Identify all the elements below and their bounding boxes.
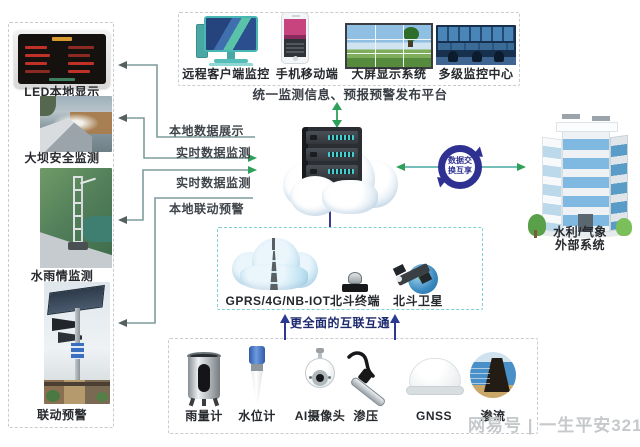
seepage-pressure-icon — [340, 350, 398, 408]
beidou-satellite-icon — [392, 260, 442, 296]
flow-label-realtime-1: 实时数据监测 — [176, 146, 252, 160]
external-system-building-icon — [528, 112, 632, 242]
external-system-label-1: 水利/气象 — [553, 225, 607, 239]
monitoring-center-label: 多级监控中心 — [438, 67, 514, 81]
data-exchange-icon: 数据交 换互享 — [433, 145, 487, 189]
water-level-label: 水位计 — [238, 409, 276, 423]
gprs-label: GPRS/4G/NB-IOT — [225, 294, 331, 308]
seepage-flow-label: 渗流 — [480, 409, 506, 423]
beidou-satellite-label: 北斗卫星 — [392, 294, 443, 308]
platform-caption: 统一监测信息、预报预警发布平台 — [252, 88, 448, 102]
publish-platform-group-box — [178, 12, 520, 86]
dam-safety-photo — [40, 96, 112, 152]
gnss-dome-icon — [406, 358, 464, 400]
mobile-phone-icon — [281, 12, 309, 64]
led-screen — [18, 34, 106, 84]
led-display-label: LED本地显示 — [24, 85, 100, 99]
flow-label-realtime-2: 实时数据监测 — [176, 176, 252, 190]
dam-safety-label: 大坝安全监测 — [24, 151, 100, 165]
linked-warning-photo — [44, 282, 110, 404]
linked-warning-label: 联动预警 — [36, 408, 87, 422]
rain-water-photo — [40, 168, 112, 268]
antenna-tower — [270, 240, 278, 290]
water-level-icon — [247, 346, 267, 406]
sensors-group-box — [168, 338, 538, 434]
exchange-text-1: 数据交 — [448, 156, 472, 165]
video-wall-icon — [345, 23, 433, 69]
beidou-terminal-label: 北斗终端 — [329, 294, 380, 308]
gnss-label: GNSS — [415, 409, 452, 423]
server-rack — [302, 127, 362, 189]
watermark-text: 网易号 | 一生平安321 — [468, 416, 640, 435]
rain-gauge-icon — [187, 352, 221, 407]
flow-label-local-display: 本地数据展示 — [169, 124, 245, 138]
led-display-image — [14, 30, 110, 88]
rain-water-label: 水雨情监测 — [30, 269, 94, 283]
external-system-label-2: 外部系统 — [554, 238, 605, 252]
beidou-terminal-icon — [342, 272, 368, 292]
remote-client-monitor-icon — [196, 16, 258, 66]
flow-label-linked-warning: 本地联动预警 — [169, 202, 245, 216]
remote-client-label: 远程客户端监控 — [182, 67, 270, 81]
ai-camera-icon — [302, 348, 338, 406]
video-wall-label: 大屏显示系统 — [351, 67, 427, 81]
mobile-phone-label: 手机移动端 — [275, 67, 339, 81]
local-monitoring-group-box — [8, 22, 114, 428]
rain-gauge-label: 雨量计 — [185, 409, 223, 423]
seepage-pressure-label: 渗压 — [353, 409, 379, 423]
ai-camera-label: AI摄像头 — [294, 409, 346, 423]
seepage-flow-icon — [470, 352, 516, 398]
exchange-text-2: 换互享 — [448, 166, 472, 175]
interconnect-caption: 更全面的互联互通 — [290, 316, 391, 330]
monitoring-center-photo — [436, 25, 516, 65]
